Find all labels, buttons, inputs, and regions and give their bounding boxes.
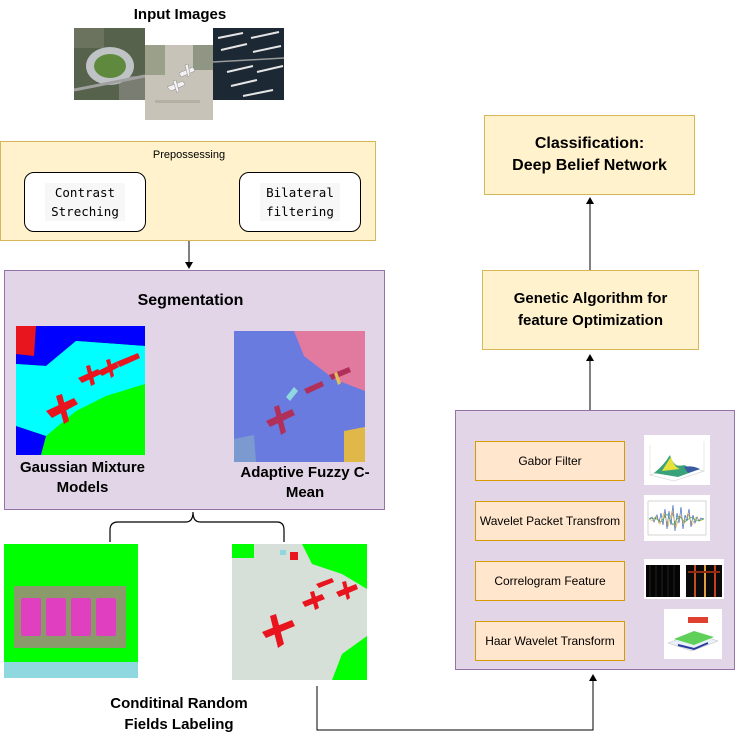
classification-box: Classification: Deep Belief Network <box>484 115 695 195</box>
gmm-label: Gaussian Mixture Models <box>19 459 146 496</box>
input-image-stadium <box>74 28 145 100</box>
input-image-airport <box>145 45 213 120</box>
afcm-label: Adaptive Fuzzy C- Mean <box>240 464 370 501</box>
afcm-segmentation-image <box>234 331 365 462</box>
crf-label: Conditinal Random Fields Labeling <box>110 695 248 733</box>
genetic-algorithm-box: Genetic Algorithm for feature Optimizati… <box>482 270 699 350</box>
crf-image-airport <box>232 544 367 680</box>
gmm-segmentation-image <box>16 326 145 455</box>
preprocessing-box: Prepossessing Contrast Streching Bilater… <box>0 141 376 241</box>
gabor-plot-thumbnail <box>644 435 710 485</box>
preprocessing-title: Prepossessing <box>152 149 226 161</box>
contrast-stretching-label: Contrast Streching <box>45 183 125 221</box>
crf-image-parking <box>4 544 138 678</box>
feature-extraction-box: Gabor Filter Wavelet Packet Transfrom Co… <box>455 410 735 670</box>
haar-plot-thumbnail <box>664 609 722 659</box>
feature-haar-wavelet: Haar Wavelet Transform <box>475 621 625 661</box>
segmentation-title: Segmentation <box>137 292 244 309</box>
feature-wavelet-packet: Wavelet Packet Transfrom <box>475 501 625 541</box>
classification-label: Classification: Deep Belief Network <box>512 135 667 174</box>
wavelet-plot-thumbnail <box>644 495 710 541</box>
segmentation-box: Segmentation Gaussian Mi <box>4 270 385 510</box>
genetic-algorithm-label: Genetic Algorithm for feature Optimizati… <box>513 290 668 329</box>
correlogram-plot-thumbnail <box>644 559 724 599</box>
bilateral-filtering-node: Bilateral filtering <box>239 172 361 232</box>
feature-correlogram: Correlogram Feature <box>475 561 625 601</box>
bilateral-filtering-label: Bilateral filtering <box>260 183 340 221</box>
input-images-title: Input Images <box>133 6 227 23</box>
input-image-harbor <box>213 28 284 100</box>
feature-gabor-filter: Gabor Filter <box>475 441 625 481</box>
brace-seg-to-crf <box>109 511 285 542</box>
arrow-crf-to-features <box>316 674 597 731</box>
contrast-stretching-node: Contrast Streching <box>24 172 146 232</box>
